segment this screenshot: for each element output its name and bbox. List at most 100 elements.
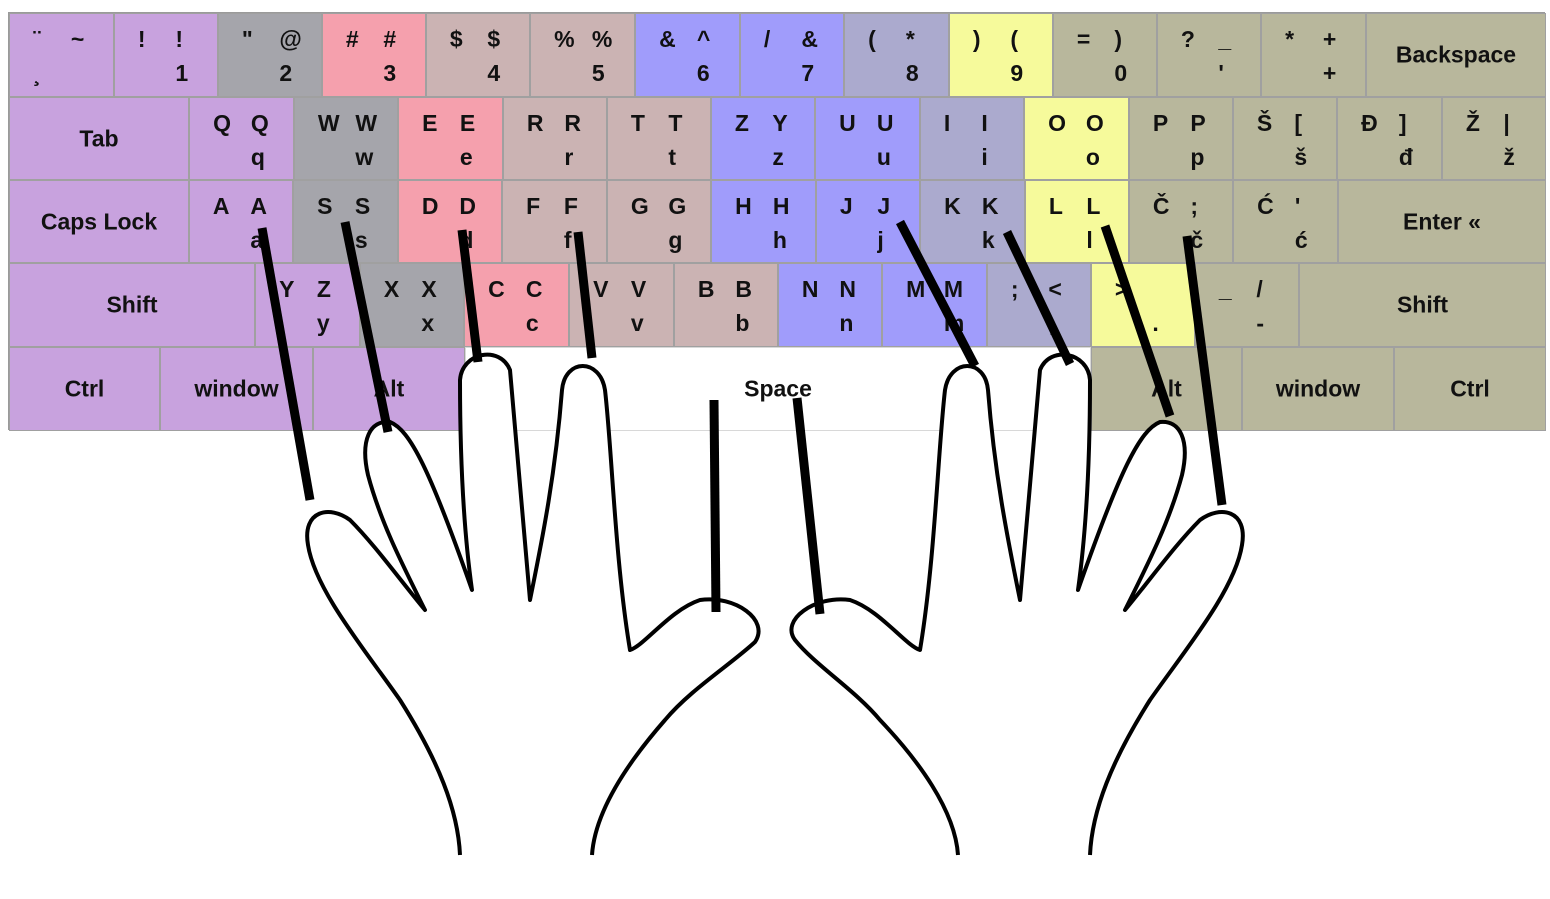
key-8: (*8: [844, 13, 949, 97]
keyboard-layout: ¨~¸!!1"@2##3$$4%%5&^6/&7(*8)(9=)0?_'*++B…: [8, 12, 1546, 431]
key-legend-br: 8: [905, 60, 919, 86]
key-legend-br: o: [1085, 144, 1100, 170]
key-legend-tl: Ć: [1257, 193, 1274, 219]
key-legend-tr: F: [563, 193, 578, 219]
key-legend-tl: L: [1048, 193, 1063, 219]
key-label: Shift: [106, 291, 158, 318]
key-legend-tr: P: [1190, 110, 1206, 136]
key-tilde: ¨~¸: [9, 13, 114, 97]
key-period: >.: [1091, 263, 1195, 347]
key-legend-tr: W: [355, 110, 378, 136]
key-legend-tl: D: [421, 193, 439, 219]
key-label: Space: [744, 375, 812, 402]
key-legend-tl: Š: [1256, 110, 1273, 136]
key-legend-br: 1: [175, 60, 189, 86]
key-9: )(9: [949, 13, 1053, 97]
key-legend-tl: _: [1218, 276, 1232, 302]
key-legend-tl: J: [839, 193, 853, 219]
key-lalt: Alt: [313, 347, 465, 431]
key-0: =)0: [1053, 13, 1157, 97]
key-legend-tr: I: [981, 110, 988, 136]
key-legend-tr: Z: [316, 276, 331, 302]
key-legend-tl: Č: [1152, 193, 1170, 219]
key-enter: Enter «: [1338, 180, 1546, 263]
key-c-caron: Č;č: [1129, 180, 1233, 263]
key-backspace: Backspace: [1366, 13, 1546, 97]
key-legend-tl: M: [906, 276, 926, 302]
key-legend-br: 5: [591, 60, 605, 86]
key-legend-tr: (: [1010, 26, 1018, 52]
key-legend-tl: U: [839, 110, 856, 136]
key-legend-br: 0: [1114, 60, 1128, 86]
key-legend-br: g: [668, 227, 683, 253]
key-legend-tl: S: [317, 193, 333, 219]
key-legend-br: m: [943, 310, 965, 336]
key-label: Backspace: [1395, 41, 1517, 68]
key-legend-tl: %: [554, 26, 575, 52]
key-3: ##3: [322, 13, 426, 97]
key-label: Ctrl: [1450, 375, 1490, 402]
key-legend-br: s: [354, 227, 368, 253]
key-legend-tr: O: [1085, 110, 1104, 136]
key-legend-tl: /: [763, 26, 771, 52]
key-legend-br: f: [563, 227, 572, 253]
key-legend-br: r: [564, 144, 574, 170]
key-label: Caps Lock: [40, 208, 158, 234]
key-legend-tl: ;: [1010, 276, 1019, 302]
key-legend-br: e: [459, 144, 473, 170]
key-legend-tl: ": [241, 26, 253, 52]
key-lwindow: window: [160, 347, 313, 431]
key-legend-tr: @: [279, 26, 302, 52]
key-legend-br: a: [250, 227, 264, 253]
key-legend-tr: <: [1048, 276, 1062, 302]
key-legend-tl: E: [422, 110, 438, 136]
key-legend-br: 7: [801, 60, 815, 86]
key-legend-tl: W: [317, 110, 340, 136]
key-legend-tr: L: [1086, 193, 1101, 219]
key-legend-br: l: [1086, 227, 1093, 253]
key-legend-tr: R: [564, 110, 581, 136]
key-capslock: Caps Lock: [9, 180, 189, 263]
key-4: $$4: [426, 13, 530, 97]
key-legend-br: š: [1294, 144, 1308, 170]
key-legend-br: č: [1190, 227, 1204, 253]
key-legend-br: z: [772, 144, 784, 170]
key-legend-tl: $: [449, 26, 463, 52]
key-legend-tl: F: [526, 193, 541, 219]
key-legend-br: i: [981, 144, 988, 170]
key-legend-tr: C: [525, 276, 543, 302]
key-legend-br: ,: [1048, 310, 1055, 336]
key-legend-tr: ': [1294, 193, 1301, 219]
key-label: window: [1275, 375, 1361, 402]
key-legend-tr: +: [1322, 26, 1337, 52]
key-7: /&7: [740, 13, 844, 97]
key-legend-br: w: [355, 144, 374, 170]
key-legend-tr: E: [459, 110, 476, 136]
key-legend-tr: V: [630, 276, 647, 302]
key-legend-br: x: [421, 310, 435, 336]
key-legend-br: d: [459, 227, 474, 253]
key-legend-br: h: [772, 227, 787, 253]
key-legend-br: 6: [696, 60, 710, 86]
key-label: Shift: [1396, 291, 1449, 318]
key-legend-tl: X: [383, 276, 400, 302]
key-legend-tr: _: [1218, 26, 1232, 52]
key-rwindow: window: [1242, 347, 1394, 431]
key-legend-br: t: [668, 144, 676, 170]
key-legend-tr: /: [1256, 276, 1263, 302]
key-legend-tr: J: [877, 193, 891, 219]
key-legend-tr: !: [175, 26, 183, 52]
key-legend-tr: *: [905, 26, 915, 52]
key-legend-tr: ^: [696, 26, 711, 52]
key-6: &^6: [635, 13, 740, 97]
